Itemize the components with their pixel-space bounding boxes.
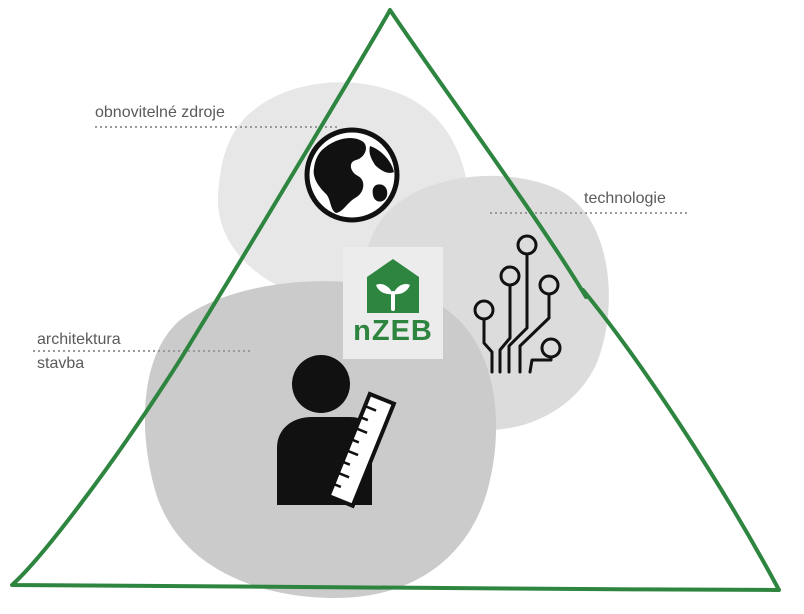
nzeb-logo: nZEB — [343, 247, 443, 359]
label-technology: technologie — [584, 190, 666, 207]
label-architecture: architektura — [37, 331, 121, 348]
triangle-outline — [10, 8, 781, 592]
label-construction: stavba — [37, 355, 85, 372]
logo-text: nZEB — [353, 315, 433, 347]
label-renewables: obnovitelné zdroje — [95, 104, 225, 121]
globe-icon — [304, 127, 400, 223]
circuit-icon — [473, 234, 562, 374]
architect-ruler-icon — [277, 355, 397, 509]
house-sprout-icon — [367, 259, 419, 313]
